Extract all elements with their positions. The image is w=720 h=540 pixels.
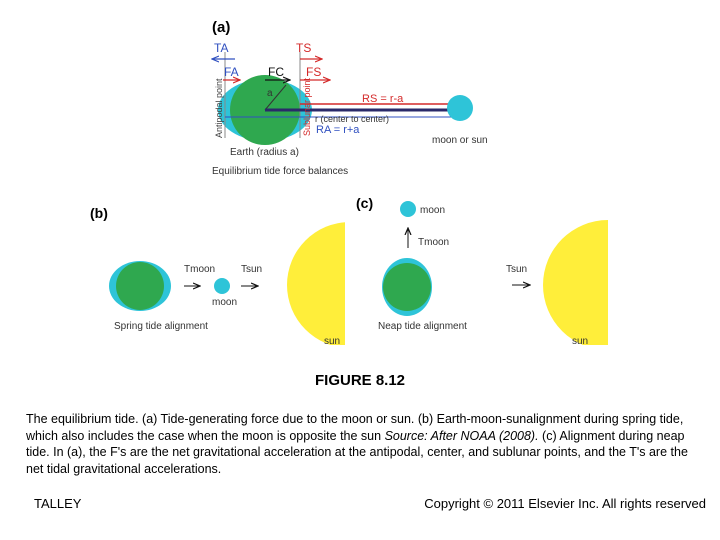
radius-label: a <box>267 88 273 99</box>
neap-sun-label: sun <box>572 336 588 347</box>
panel-a: (a) a TA FA FC TS FS Antipodal point Sub… <box>212 19 488 177</box>
r-center-label: r (center to center) <box>315 114 389 124</box>
neap-moon-label: moon <box>420 205 445 216</box>
panel-c-label: (c) <box>356 195 373 211</box>
caption-part1: The equilibrium tide. (a) Tide-generatin… <box>26 412 684 443</box>
spring-earth <box>116 262 164 310</box>
spring-moon-label: moon <box>212 297 237 308</box>
ts-label: TS <box>296 41 311 55</box>
rs-label: RS = r-a <box>362 93 404 105</box>
caption-part2: (c) Alignment during neap tide. In (a), … <box>26 428 688 476</box>
tide-diagram: (a) a TA FA FC TS FS Antipodal point Sub… <box>90 19 608 347</box>
caption-source: Source: After NOAA (2008). <box>384 428 539 443</box>
panel-a-label: (a) <box>212 19 230 36</box>
spring-moon-disc <box>214 278 230 294</box>
sublunar-point-label: Sublunar point <box>302 77 312 136</box>
figure-title: FIGURE 8.12 <box>314 372 406 389</box>
author-footer: TALLEY <box>34 496 82 511</box>
figure-caption: The equilibrium tide. (a) Tide-generatin… <box>26 411 696 477</box>
copyright-footer: Copyright © 2011 Elsevier Inc. All right… <box>424 496 706 511</box>
ta-label: TA <box>214 41 228 55</box>
panel-a-caption: Equilibrium tide force balances <box>212 166 348 177</box>
panel-b-label: (b) <box>90 205 108 221</box>
spring-sun-label: sun <box>324 336 340 347</box>
neap-earth <box>383 263 431 311</box>
fc-label: FC <box>268 65 284 79</box>
spring-caption: Spring tide alignment <box>114 321 208 332</box>
fa-label: FA <box>224 65 239 79</box>
neap-caption: Neap tide alignment <box>378 321 467 332</box>
moon-or-sun-disc <box>447 95 473 121</box>
spring-tmoon-label: Tmoon <box>184 264 215 275</box>
radius-line <box>264 84 287 111</box>
earth-label: Earth (radius a) <box>230 147 299 158</box>
neap-sun-disc <box>543 220 608 345</box>
moon-or-sun-label: moon or sun <box>432 135 488 146</box>
neap-tsun-label: Tsun <box>506 264 527 275</box>
neap-tmoon-label: Tmoon <box>418 237 449 248</box>
panel-c: (c) moon Tmoon Tsun sun Neap tide alignm… <box>324 195 608 347</box>
panel-b: (b) moon Tmoon Tsun Spring tide alignmen… <box>90 205 345 345</box>
antipodal-point-label: Antipodal point <box>214 78 224 138</box>
ra-label: RA = r+a <box>316 124 360 136</box>
spring-sun-disc <box>287 222 345 345</box>
fs-label: FS <box>306 65 321 79</box>
spring-tsun-label: Tsun <box>241 264 262 275</box>
neap-moon-disc <box>400 201 416 217</box>
